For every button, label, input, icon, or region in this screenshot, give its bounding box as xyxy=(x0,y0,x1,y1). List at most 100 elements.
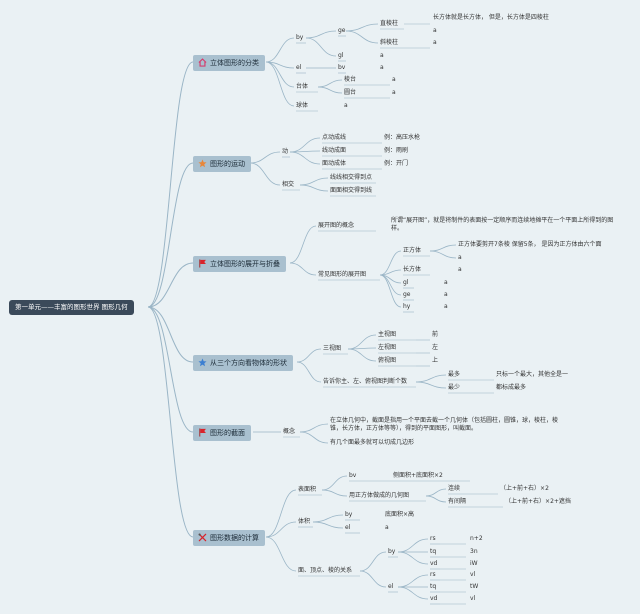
b6-tj-by[interactable]: by xyxy=(345,511,353,518)
b6-el[interactable]: el xyxy=(388,583,394,590)
b1-lengtai[interactable]: 棱台 xyxy=(344,76,357,83)
b2-li1[interactable]: 例：高压水枪 xyxy=(384,134,421,141)
b1-taiti[interactable]: 台体 xyxy=(296,83,309,90)
b6-rs1-v[interactable]: n+2 xyxy=(470,535,483,542)
b1-zhilengzhu[interactable]: 直棱柱 xyxy=(380,20,399,27)
b6-bv-desc[interactable]: 侧面积+底面积×2 xyxy=(393,472,443,479)
b2-xianxian[interactable]: 线线相交得到点 xyxy=(330,174,373,181)
b4-zuishao[interactable]: 最少 xyxy=(448,384,461,391)
b4-zuoshitu[interactable]: 左视图 xyxy=(378,344,397,351)
branch-calculation[interactable]: 图形数据的计算 xyxy=(193,530,265,546)
connector-line xyxy=(312,514,344,523)
b6-vd1[interactable]: vd xyxy=(430,560,438,567)
b4-zhushitu[interactable]: 主视图 xyxy=(378,331,397,338)
b6-tj-by-desc[interactable]: 底面积×高 xyxy=(385,511,415,518)
b3-cf-a[interactable]: a xyxy=(458,266,462,273)
b1-yuantai-a[interactable]: a xyxy=(392,89,396,96)
branch-unfold[interactable]: 立体图形的展开与折叠 xyxy=(193,256,286,272)
b4-sanshitu[interactable]: 三视图 xyxy=(323,345,342,352)
b2-li2[interactable]: 例：雨刷 xyxy=(384,147,409,154)
b2-mianmian[interactable]: 面面相交得到线 xyxy=(330,187,373,194)
b3-zhengfangti[interactable]: 正方体 xyxy=(403,247,422,254)
b4-shang[interactable]: 上 xyxy=(432,357,439,364)
b4-qian[interactable]: 前 xyxy=(432,331,439,338)
b1-yuantai[interactable]: 圆台 xyxy=(344,89,357,96)
b1-zhilengzhu-desc[interactable]: 长方体就是长方体， 但是，长方体是四棱柱 xyxy=(433,14,549,21)
b6-biaomianji[interactable]: 表面积 xyxy=(298,486,317,493)
b6-tj-el[interactable]: el xyxy=(345,524,351,531)
connector-line xyxy=(312,521,344,529)
b1-qiuti[interactable]: 球体 xyxy=(296,102,309,109)
branch-cross-section[interactable]: 图形的截面 xyxy=(193,425,251,441)
b1-gl[interactable]: gl xyxy=(338,52,344,59)
b6-vd1-v[interactable]: iW xyxy=(470,560,478,567)
b3-zf-desc[interactable]: 正方体要剪开7条棱 保留5条， 是因为正方体由六个面 xyxy=(458,241,602,248)
b3-hy[interactable]: hy xyxy=(403,303,411,310)
connector-line xyxy=(265,37,295,63)
b4-gaosu[interactable]: 告诉你主、左、俯视图判断个数 xyxy=(323,378,408,385)
b4-zuiduo[interactable]: 最多 xyxy=(448,371,461,378)
b6-vd2[interactable]: vd xyxy=(430,595,438,602)
b6-tq1-v[interactable]: 3n xyxy=(470,548,478,555)
b6-tq1[interactable]: tq xyxy=(430,548,437,555)
b3-hy-a[interactable]: a xyxy=(444,303,448,310)
b2-li3[interactable]: 例：开门 xyxy=(384,160,409,167)
b3-gl-a[interactable]: a xyxy=(444,279,448,286)
b6-tq2[interactable]: tq xyxy=(430,583,437,590)
tools-icon xyxy=(198,533,207,542)
b1-xie-a[interactable]: a xyxy=(433,39,437,46)
b1-qiuti-a[interactable]: a xyxy=(344,102,348,109)
b3-zf-a[interactable]: a xyxy=(458,254,462,261)
b2-diandong[interactable]: 点动成线 xyxy=(322,134,347,141)
b1-zh-a[interactable]: a xyxy=(433,27,437,34)
b1-bv[interactable]: bv xyxy=(338,64,346,71)
b6-vd2-v[interactable]: vl xyxy=(470,595,476,602)
b1-el[interactable]: el xyxy=(296,64,302,71)
branch-motion[interactable]: 图形的运动 xyxy=(193,156,251,172)
branch-three-views[interactable]: 从三个方向看物体的形状 xyxy=(193,355,293,371)
b2-miandong[interactable]: 面动成体 xyxy=(322,160,347,167)
b1-xielengzhu[interactable]: 斜棱柱 xyxy=(380,39,399,46)
b2-dong[interactable]: 动 xyxy=(282,148,289,155)
b6-youjiange[interactable]: 有间隔 xyxy=(448,498,467,505)
b6-bv[interactable]: bv xyxy=(349,472,357,479)
b1-bv-a[interactable]: a xyxy=(380,64,384,71)
branch-classification[interactable]: 立体图形的分类 xyxy=(193,55,265,71)
b3-gainian-desc[interactable]: 所谓“展开图”，就是将制件的表面按一定顺序而连续地摊平在一个平面上所得到的图样。 xyxy=(391,217,614,232)
b6-rs2-v[interactable]: vl xyxy=(470,571,476,578)
b6-rs2[interactable]: rs xyxy=(430,571,436,578)
b4-zuiduo-desc[interactable]: 只标一个最大，其他全是一 xyxy=(496,371,569,378)
b6-rs1[interactable]: rs xyxy=(430,535,436,542)
b3-changjian[interactable]: 常见图形的展开图 xyxy=(318,271,367,278)
b6-tq2-v[interactable]: tW xyxy=(470,583,479,590)
b3-ge-a[interactable]: a xyxy=(444,291,448,298)
b5-desc2[interactable]: 有几个面最多就可以切成几边形 xyxy=(330,439,415,446)
connector-line xyxy=(265,521,297,538)
b3-changfangti[interactable]: 长方体 xyxy=(403,266,422,273)
b6-lianxu-desc[interactable]: （上+前+右）×2 xyxy=(500,485,549,492)
b4-fushitu[interactable]: 俯视图 xyxy=(378,357,397,364)
b1-gl-a[interactable]: a xyxy=(380,52,384,59)
b4-zuo[interactable]: 左 xyxy=(432,344,439,351)
b6-lianxu[interactable]: 连续 xyxy=(448,485,461,492)
b6-yongzheng[interactable]: 用正方体做成的几何图 xyxy=(349,492,410,499)
b5-gainian[interactable]: 概念 xyxy=(283,428,296,435)
b6-by[interactable]: by xyxy=(388,548,396,555)
b2-xiandong[interactable]: 线动成面 xyxy=(322,147,347,154)
root-node[interactable]: 第一单元——丰富的图形世界 图形几何 xyxy=(9,300,134,315)
b1-ge[interactable]: ge xyxy=(338,27,346,34)
b2-xiangjiao[interactable]: 相交 xyxy=(282,181,295,188)
b6-youjiange-desc[interactable]: （上+前+右）×2+遮挡 xyxy=(505,498,571,505)
b3-gainian[interactable]: 展开图的概念 xyxy=(318,222,355,229)
b6-tiji[interactable]: 体积 xyxy=(298,518,311,525)
b1-lengtai-a[interactable]: a xyxy=(392,76,396,83)
b4-zuishao-desc[interactable]: 都标成最多 xyxy=(496,384,527,391)
b3-ge[interactable]: ge xyxy=(403,291,411,298)
b3-gl[interactable]: gl xyxy=(403,279,409,286)
b6-dmleng[interactable]: 面、顶点、棱的关系 xyxy=(298,567,353,574)
b5-desc1[interactable]: 在立体几何中，截面是指用一个平面去截一个几何体（包括圆柱，圆锥，球，棱柱，棱锥，… xyxy=(330,417,559,432)
connector-line xyxy=(425,495,447,503)
b6-tj-el-a[interactable]: a xyxy=(385,524,389,531)
b1-by[interactable]: by xyxy=(296,34,304,41)
